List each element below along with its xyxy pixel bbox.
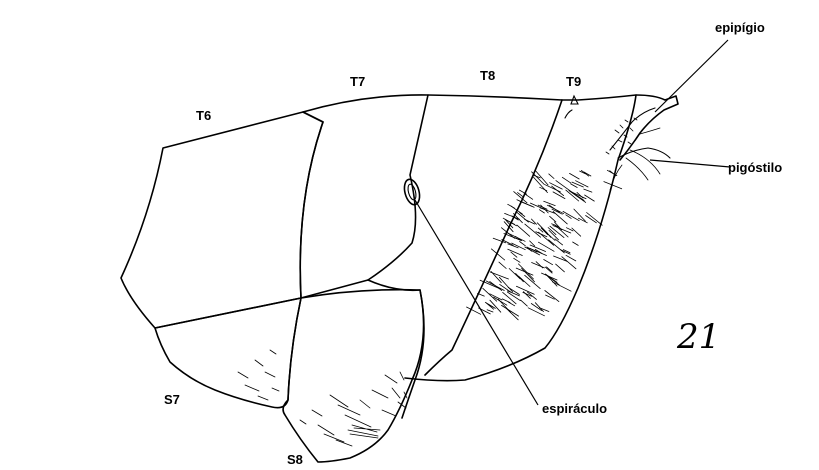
ventral-border <box>368 280 424 418</box>
tergite-t9-border <box>425 100 562 375</box>
label-s8: S8 <box>287 452 303 467</box>
label-pigostilo: pigóstilo <box>728 160 782 175</box>
pygostyle-setae <box>610 128 660 190</box>
label-espiraculo: espiráculo <box>542 401 607 416</box>
s7-setae <box>238 350 279 400</box>
s8-setae <box>300 372 407 446</box>
figure-number: 21 <box>676 317 720 357</box>
pigostilo-leader <box>650 160 730 167</box>
tergite-t8 <box>405 95 636 381</box>
label-epipigio: epipígio <box>715 20 765 35</box>
label-t9: T9 <box>566 74 581 89</box>
label-t6: T6 <box>196 108 211 123</box>
setae-hatching <box>467 170 622 319</box>
sternite-s8 <box>283 290 423 462</box>
t9-tick <box>565 110 572 118</box>
label-s7: S7 <box>164 392 180 407</box>
tergite-t6 <box>121 112 323 328</box>
label-t7: T7 <box>350 74 365 89</box>
tergite-t7 <box>300 95 428 298</box>
label-t8: T8 <box>480 68 495 83</box>
epipigio-leader <box>655 40 728 112</box>
espiraculo-leader <box>415 200 538 405</box>
